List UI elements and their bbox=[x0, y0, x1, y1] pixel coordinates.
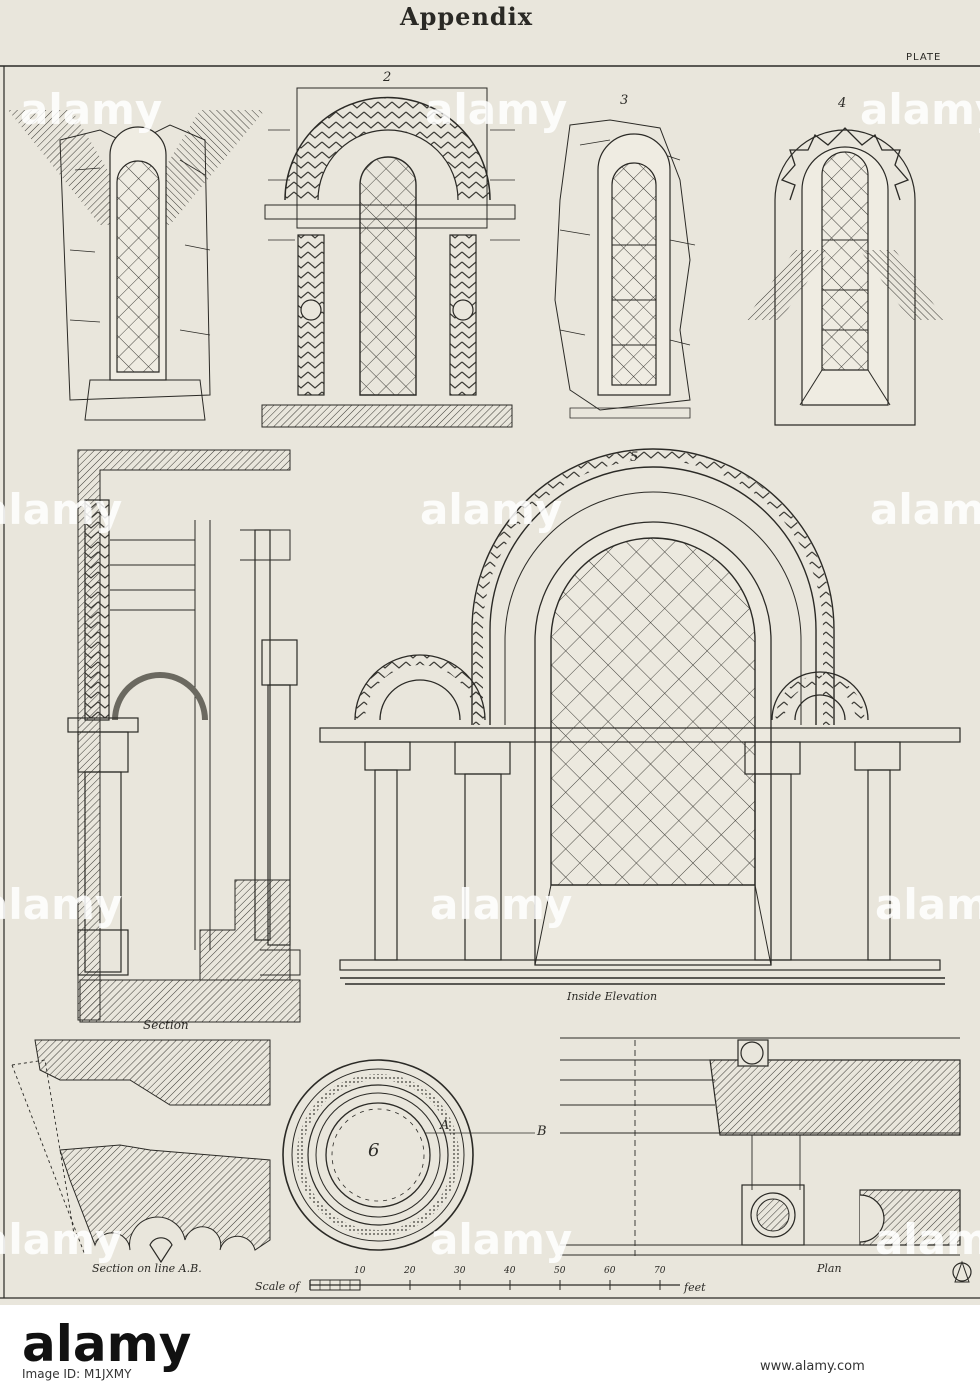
figure-4-window bbox=[745, 127, 945, 426]
watermark-text: alamy bbox=[0, 485, 123, 534]
watermark-text: alamy bbox=[860, 85, 980, 134]
section-ab-drawing bbox=[11, 1039, 271, 1264]
plan-caption: Plan bbox=[817, 1262, 842, 1275]
plate-page: Appendix PLATE 2 3 4 5 6 Section Inside … bbox=[0, 0, 980, 1305]
figure-6-circle bbox=[282, 1059, 535, 1251]
figure-3-window bbox=[554, 119, 696, 419]
plate-drawing bbox=[0, 65, 980, 1299]
figure-number-4: 4 bbox=[838, 96, 847, 111]
watermark-text: alamy bbox=[420, 485, 563, 534]
inside-elevation-caption: Inside Elevation bbox=[567, 990, 658, 1003]
point-b-label: B bbox=[537, 1124, 547, 1139]
figure-number-5: 5 bbox=[630, 450, 639, 465]
watermark-text: alamy bbox=[20, 85, 163, 134]
plan-drawing bbox=[560, 1037, 961, 1260]
scale-unit-label: feet bbox=[684, 1281, 706, 1294]
scale-tick-label: 70 bbox=[654, 1266, 666, 1276]
watermark-text: alamy bbox=[430, 880, 573, 929]
scale-of-label: Scale of bbox=[255, 1280, 300, 1293]
figure-5-elevation bbox=[319, 448, 961, 985]
figure-number-3: 3 bbox=[620, 93, 629, 108]
scale-tick-label: 30 bbox=[454, 1266, 466, 1276]
watermark-image-id: Image ID: M1JXMY bbox=[22, 1367, 132, 1381]
watermark-strip: alamy Image ID: M1JXMY www.alamy.com bbox=[0, 1305, 980, 1390]
point-a-label: A bbox=[440, 1118, 450, 1133]
watermark-text: alamy bbox=[875, 1215, 980, 1264]
watermark-text: alamy bbox=[875, 880, 980, 929]
watermark-text: alamy bbox=[0, 1215, 123, 1264]
watermark-text: alamy bbox=[0, 880, 123, 929]
figure-1-window bbox=[8, 110, 265, 421]
section-drawing bbox=[67, 449, 301, 1023]
watermark-url: www.alamy.com bbox=[760, 1359, 865, 1374]
plate-label: PLATE bbox=[906, 52, 942, 63]
scale-tick-label: 20 bbox=[404, 1266, 416, 1276]
figure-number-2: 2 bbox=[383, 70, 392, 85]
figure-2-window bbox=[261, 87, 520, 428]
watermark-text: alamy bbox=[430, 1215, 573, 1264]
scale-tick-label: 40 bbox=[504, 1266, 516, 1276]
scale-tick-label: 10 bbox=[354, 1266, 366, 1276]
scale-tick-label: 50 bbox=[554, 1266, 566, 1276]
watermark-logo: alamy bbox=[22, 1315, 192, 1373]
figure-number-6: 6 bbox=[368, 1140, 380, 1161]
scale-bar bbox=[309, 1279, 680, 1291]
monogram-mark bbox=[952, 1260, 972, 1283]
watermark-text: alamy bbox=[425, 85, 568, 134]
page-title: Appendix bbox=[400, 2, 534, 31]
scale-tick-label: 60 bbox=[604, 1266, 616, 1276]
section-caption: Section bbox=[143, 1018, 189, 1032]
watermark-text: alamy bbox=[870, 485, 980, 534]
section-ab-caption: Section on line A.B. bbox=[92, 1262, 202, 1275]
